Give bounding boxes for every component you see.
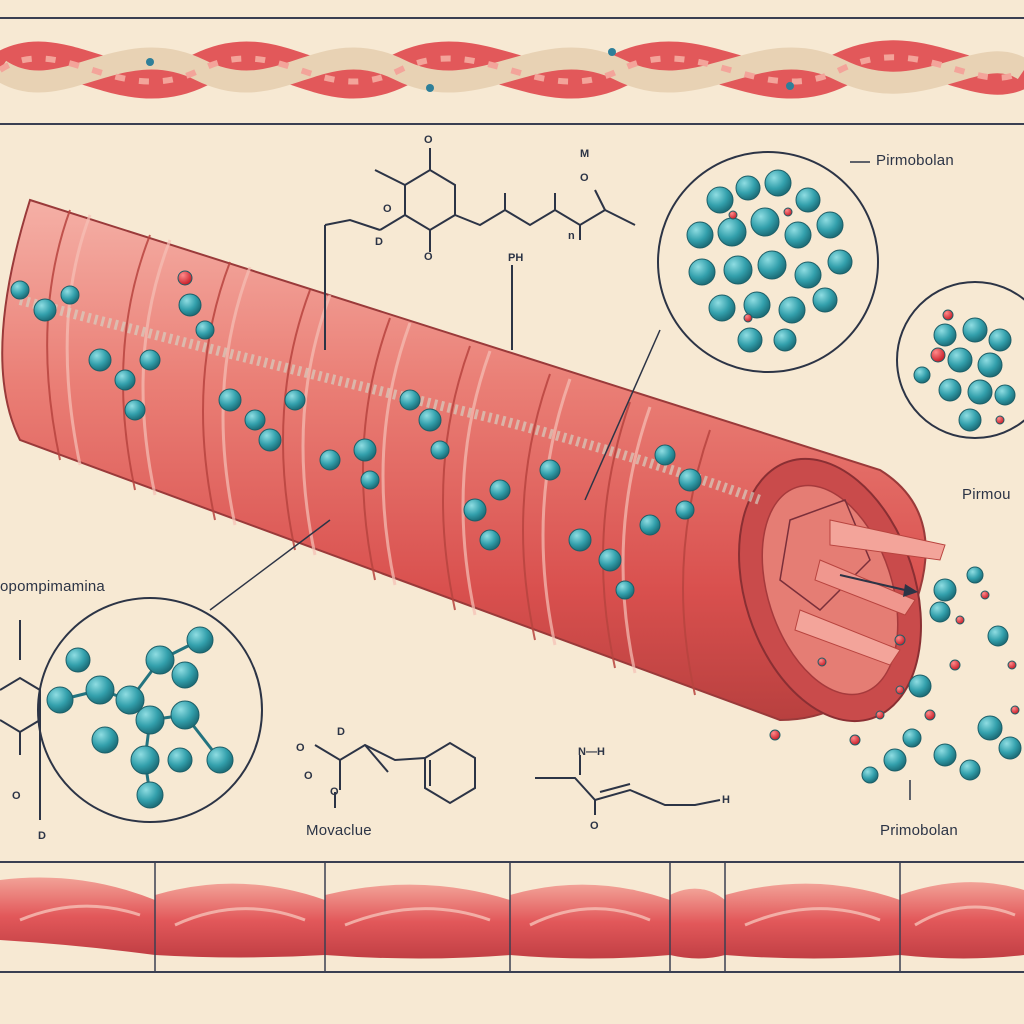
chem-o-bottom: O (424, 251, 433, 263)
magnified-cluster-left (37, 519, 331, 823)
label-pirmou: Pirmou (962, 486, 1011, 503)
bottom-muscle-band (0, 862, 1024, 972)
chem-d-left: D (375, 236, 383, 248)
magnified-cluster-right (896, 281, 1024, 439)
top-chemical-structure (324, 148, 636, 350)
chem-o-top: O (424, 134, 433, 146)
chem-o-b4: O (590, 820, 599, 832)
chem-d-left2: D (38, 830, 46, 842)
chem-o-b1: O (296, 742, 305, 754)
muscle-fiber-tube (1, 198, 946, 723)
label-movaclue: Movaclue (306, 822, 372, 839)
chem-o-left: O (383, 203, 392, 215)
bottom-chemical-structure-2 (535, 755, 721, 815)
released-particles (769, 566, 1022, 800)
chem-o-b3: O (330, 786, 339, 798)
bottom-chemical-structure-1 (314, 741, 476, 808)
chem-o-left2: O (12, 790, 21, 802)
chem-o-b2: O (304, 770, 313, 782)
label-pirmobolan: Pirmobolan (876, 152, 954, 169)
molecule-chain (10, 270, 702, 600)
chem-m-top: M (580, 148, 590, 160)
magnified-cluster-top (584, 151, 879, 501)
chem-nh: N—H (578, 746, 605, 758)
chem-h-end: H (722, 794, 730, 806)
chem-ph: PH (508, 252, 524, 264)
chem-n-mark: n (568, 230, 575, 242)
chem-d-bottom: D (337, 726, 345, 738)
left-chemical-structure (0, 620, 41, 820)
top-twisted-fiber-band (0, 40, 1024, 99)
label-primobolan: Primobolan (880, 822, 958, 839)
label-opompimamina: opompimamina (0, 578, 105, 595)
chem-o-mid: O (580, 172, 589, 184)
